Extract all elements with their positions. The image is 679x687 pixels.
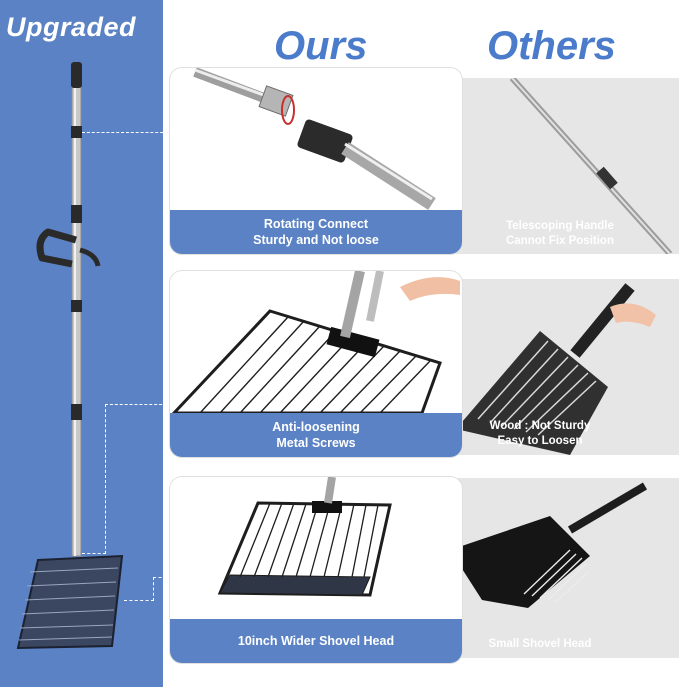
others-wood-scooper-image [456, 283, 656, 455]
row2-others-line2: Easy to Loosen [497, 435, 583, 447]
row2-ours-band: Anti-loosening Metal Screws [170, 413, 462, 457]
others-telescoping-handle-image [509, 78, 673, 254]
row1-ours-band: Rotating Connect Sturdy and Not loose [170, 210, 462, 254]
row3-others-line1: Small Shovel Head [488, 638, 592, 650]
row1-ours-line1: Rotating Connect [263, 217, 369, 231]
connector-line-3 [153, 577, 167, 578]
row3-ours-card: 10inch Wider Shovel Head [170, 477, 462, 663]
connector-dot-1 [167, 130, 172, 135]
row1-ours-line2: Sturdy and Not loose [253, 233, 379, 247]
row3-ours-line1: 10inch Wider Shovel Head [237, 634, 395, 648]
row1-others-bg [420, 78, 679, 254]
row2-others-line1: Wood : Not Sturdy [489, 420, 591, 432]
row1-ours-card: Rotating Connect Sturdy and Not loose [170, 68, 462, 254]
connector-vline-2 [105, 404, 106, 554]
row2-ours-line2: Metal Screws [276, 436, 356, 450]
connector-line-2b [82, 553, 106, 554]
full-scooper-image [16, 62, 124, 650]
row2-ours-card: Anti-loosening Metal Screws [170, 271, 462, 457]
connector-vline-3 [153, 577, 154, 601]
upgraded-label: Upgraded [6, 12, 137, 42]
row2-others-caption: Wood : Not Sturdy Easy to Loosen [470, 419, 610, 449]
metal-screws-image [171, 271, 460, 413]
others-small-shovel-image [450, 482, 648, 608]
rotating-connect-image [193, 68, 436, 210]
row1-others-caption: Telescoping Handle Cannot Fix Position [480, 219, 640, 249]
connector-dot-3 [167, 575, 172, 580]
connector-line-1 [82, 132, 168, 133]
wider-shovel-head-image [217, 477, 392, 597]
connector-dot-2 [167, 402, 172, 407]
ours-title: Ours [274, 24, 368, 68]
others-title: Others [487, 24, 616, 68]
row1-others-line1: Telescoping Handle [506, 220, 614, 232]
connector-line-3b [124, 600, 154, 601]
row3-others-caption: Small Shovel Head [470, 637, 610, 652]
row3-ours-band: 10inch Wider Shovel Head [170, 619, 462, 663]
connector-line-2 [105, 404, 167, 405]
row2-ours-line1: Anti-loosening [272, 420, 360, 434]
row1-others-line2: Cannot Fix Position [506, 235, 614, 247]
